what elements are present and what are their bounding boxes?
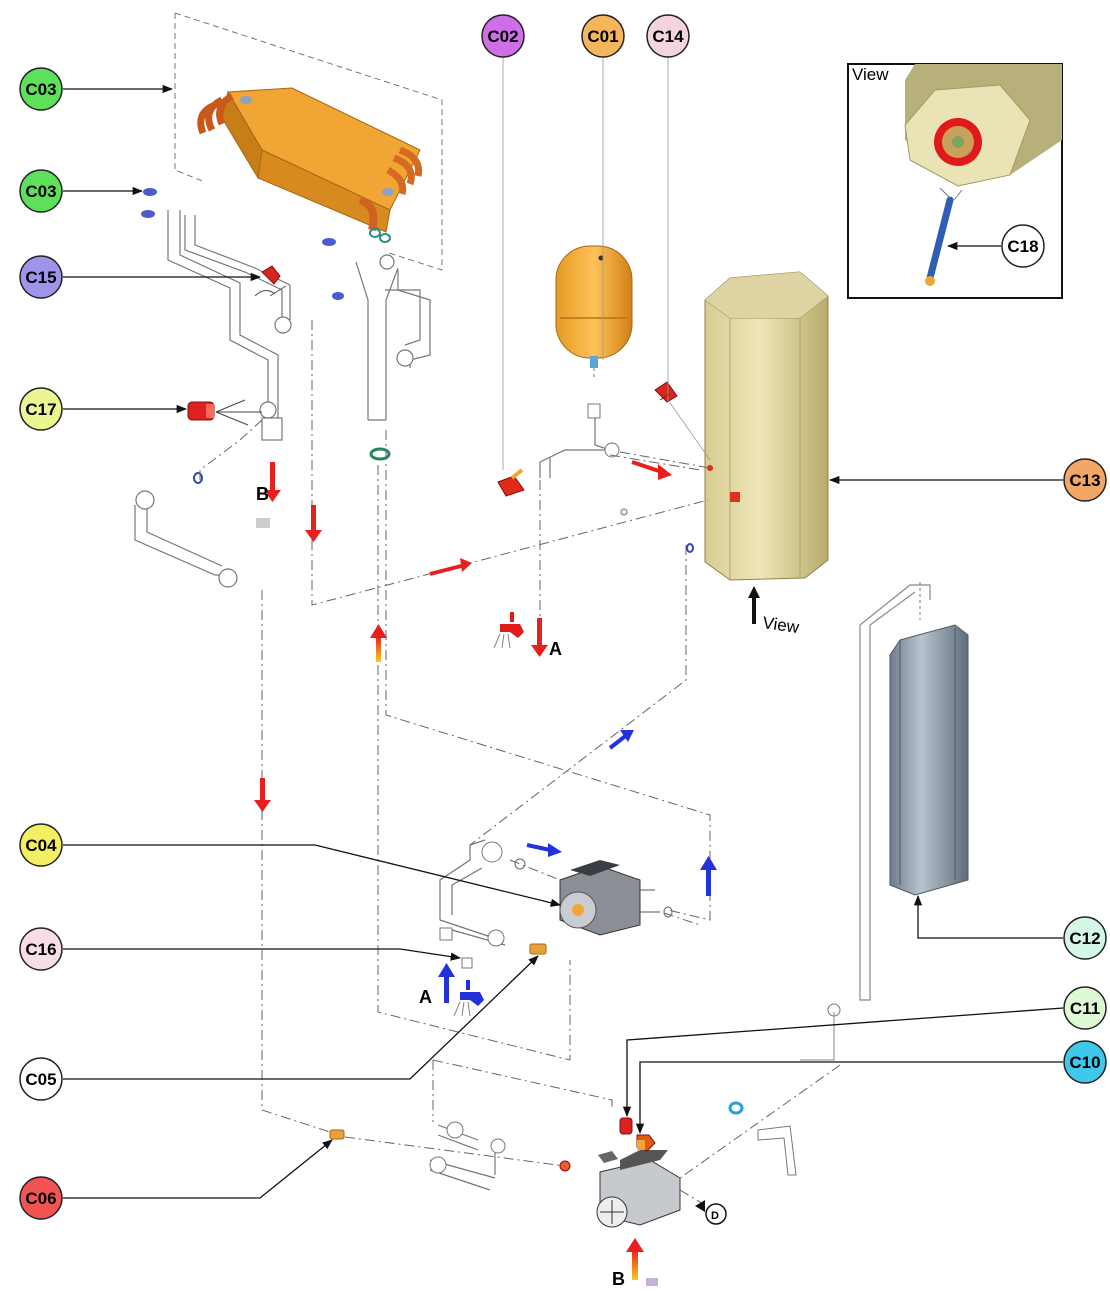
red-arrow-diagonal	[429, 558, 472, 576]
c15-component	[254, 265, 287, 297]
red-arrow-left	[254, 778, 271, 812]
flow-label-d: D	[711, 1210, 719, 1222]
drain-icon-bottom	[646, 1278, 658, 1286]
up-arrow-centre	[370, 624, 387, 662]
c17-plug	[187, 399, 262, 426]
callout-c05: C05	[19, 1057, 63, 1101]
tap-red	[493, 612, 524, 649]
up-arrow-bottom	[626, 1238, 644, 1280]
svg-text:C18: C18	[1007, 237, 1038, 256]
svg-text:C13: C13	[1069, 471, 1100, 490]
svg-text:C16: C16	[25, 940, 56, 959]
svg-text:C10: C10	[1069, 1053, 1100, 1072]
heating-expansion-vessel	[800, 582, 969, 1061]
callout-c13: C13	[1063, 458, 1107, 502]
centre-pipework	[355, 254, 431, 461]
flow-label-a-low: A	[419, 987, 432, 1007]
callout-c02: C02	[481, 14, 525, 58]
callout-c03-bottom: C03	[19, 169, 63, 213]
callout-c03-top: C03	[19, 67, 63, 111]
svg-text:C05: C05	[25, 1070, 56, 1089]
callout-c14: C14	[646, 14, 690, 58]
callout-c06: C06	[19, 1176, 63, 1220]
callout-c16: C16	[19, 927, 63, 971]
svg-text:C17: C17	[25, 400, 56, 419]
red-arrow-mid	[305, 505, 322, 542]
left-pipework	[134, 210, 292, 588]
red-arrow-tank	[631, 460, 672, 480]
svg-text:C14: C14	[652, 27, 684, 46]
dhw-tank	[654, 271, 829, 581]
blue-arrow-up-right	[608, 730, 634, 750]
red-arrow-b-top	[264, 462, 281, 502]
callout-c04: C04	[19, 823, 63, 867]
connector-fittings	[141, 188, 391, 484]
callout-c11: C11	[1063, 986, 1107, 1030]
view-arrow	[748, 586, 760, 624]
svg-text:C06: C06	[25, 1189, 56, 1208]
view-label: View	[761, 613, 801, 637]
callout-c15: C15	[19, 255, 63, 299]
callout-c01: C01	[581, 14, 625, 58]
svg-text:C02: C02	[487, 27, 518, 46]
svg-text:C04: C04	[25, 836, 57, 855]
callout-c12: C12	[1063, 916, 1107, 960]
thin-leaders	[502, 56, 711, 470]
blue-arrow-up	[700, 856, 717, 896]
inset-title: View	[852, 65, 889, 84]
flow-arrows	[254, 460, 717, 1280]
svg-text:C03: C03	[25, 80, 56, 99]
blue-arrow-a	[438, 963, 455, 1003]
svg-text:C03: C03	[25, 182, 56, 201]
bottom-pump-group	[329, 943, 797, 1228]
heat-exchanger	[197, 87, 423, 233]
flow-label-a-mid: A	[549, 639, 562, 659]
callout-c17: C17	[19, 387, 63, 431]
dash-routes	[199, 320, 841, 1206]
pump-assembly	[439, 839, 660, 947]
red-arrow-a	[531, 618, 548, 657]
flow-label-b-top: B	[256, 484, 269, 504]
callout-c10: C10	[1063, 1040, 1107, 1084]
svg-text:C01: C01	[587, 27, 618, 46]
drain-fitting	[461, 957, 473, 969]
leader-lines	[63, 84, 1064, 1199]
svg-text:C12: C12	[1069, 929, 1100, 948]
flow-marker-d	[695, 1200, 727, 1225]
drain-icon-top	[256, 518, 270, 528]
exchanger-frame	[174, 12, 443, 271]
expansion-vessel	[497, 245, 633, 497]
callout-c18: C18	[1001, 224, 1045, 268]
flow-label-b-bottom: B	[612, 1269, 625, 1289]
svg-text:C11: C11	[1070, 999, 1100, 1018]
blue-arrow-right	[526, 843, 562, 857]
callouts: C03 C03 C15 C17 C04 C16 C05 C06 C02 C01 …	[19, 14, 1107, 1220]
svg-text:C15: C15	[25, 268, 56, 287]
tap-blue	[453, 980, 484, 1017]
